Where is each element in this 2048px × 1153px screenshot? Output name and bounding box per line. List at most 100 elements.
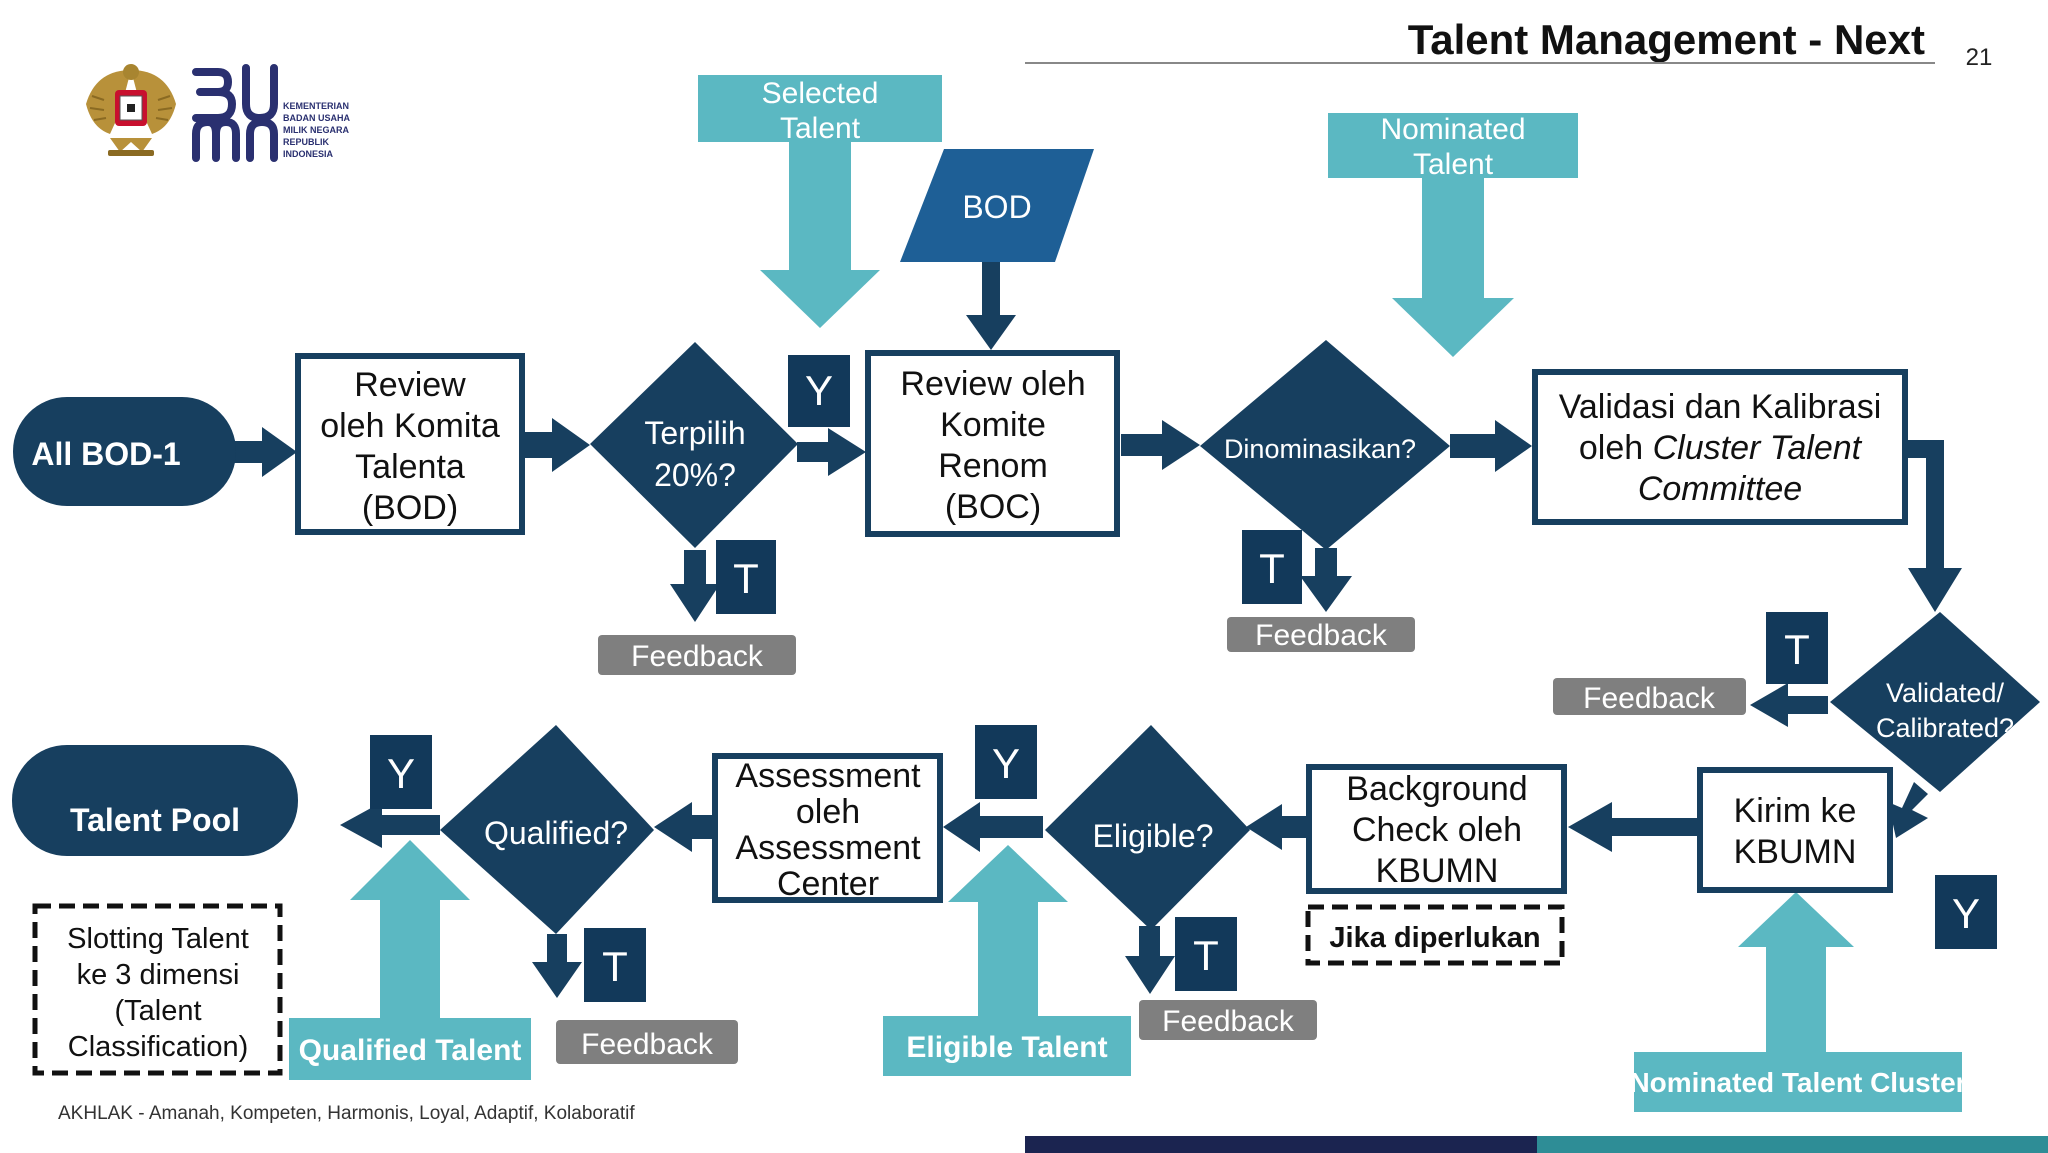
flow-arrow: [966, 262, 1016, 350]
feedback-text: Feedback: [581, 1028, 714, 1061]
process-text: Background: [1346, 770, 1527, 808]
process-review-komite: Review oleh Komite Renom (BOC): [865, 350, 1120, 537]
flow-arrow: [1300, 548, 1352, 612]
flow-arrow: [1246, 804, 1306, 850]
flow-arrow: [943, 802, 1043, 852]
ministry-line: REPUBLIK: [283, 137, 330, 147]
ministry-line: KEMENTERIAN: [283, 101, 349, 111]
process-text: oleh: [796, 793, 860, 831]
nominated-talent-label: Talent: [1413, 148, 1494, 181]
flow-arrow: [1450, 420, 1532, 472]
yes-text: Y: [805, 367, 833, 414]
process-text: Talenta: [355, 448, 465, 486]
process-text: Review oleh: [900, 365, 1085, 403]
feedback-box: Feedback: [598, 635, 796, 675]
feedback-text: Feedback: [1255, 619, 1388, 652]
ministry-line: BADAN USAHA: [283, 113, 350, 123]
selected-talent-label: Selected: [762, 77, 879, 110]
nominated-talent-cluster-label: Nominated Talent Cluster: [1629, 1067, 1966, 1098]
feedback-box: Feedback: [1139, 1000, 1317, 1040]
yes-text: Y: [992, 740, 1020, 787]
process-text-italic: Cluster Talent: [1653, 429, 1863, 467]
process-text: oleh Cluster Talent: [1579, 429, 1863, 467]
decision-terpilih: Terpilih 20%?: [590, 342, 798, 548]
process-text-part: oleh: [1579, 429, 1653, 467]
process-text: KBUMN: [1376, 852, 1499, 890]
ministry-line: INDONESIA: [283, 149, 334, 159]
flow-arrow: [232, 427, 297, 477]
note-slotting-talent: Slotting Talent ke 3 dimensi (Talent Cla…: [32, 903, 283, 1076]
note-text: Slotting Talent: [67, 923, 249, 955]
feedback-box: Feedback: [1227, 617, 1415, 652]
yes-text: Y: [1952, 890, 1980, 937]
process-assessment: Assessment oleh Assessment Center: [712, 753, 943, 903]
process-text: Review: [354, 366, 466, 404]
no-label: T: [1242, 530, 1302, 604]
flow-arrow: [654, 802, 713, 852]
note-text: ke 3 dimensi: [77, 959, 240, 991]
bumn-logo-icon: [192, 64, 278, 162]
decision-text: Calibrated?: [1876, 713, 2014, 743]
no-text: T: [1259, 545, 1285, 592]
bod-input: BOD: [900, 149, 1094, 262]
yes-label: Y: [1935, 875, 1997, 949]
decision-validated: Validated/ Calibrated?: [1830, 612, 2040, 792]
process-text: Assessment: [735, 757, 921, 795]
no-label: T: [1175, 917, 1237, 991]
end-terminal: Talent Pool: [12, 745, 298, 856]
no-text: T: [1193, 932, 1219, 979]
yes-label: Y: [975, 725, 1037, 799]
page-title: Talent Management - Next: [1408, 16, 1925, 63]
process-text: oleh Komita: [320, 407, 500, 445]
decision-text: Validated/: [1886, 678, 2005, 708]
process-text: Committee: [1638, 470, 1802, 508]
decision-text: Terpilih: [644, 415, 745, 451]
yes-text: Y: [387, 750, 415, 797]
note-text: Classification): [68, 1031, 249, 1063]
decision-text: Qualified?: [484, 815, 628, 851]
flow-arrow: [797, 428, 866, 476]
flow-arrow: [1750, 683, 1828, 727]
eligible-talent-input: Eligible Talent: [883, 845, 1131, 1076]
process-text: (BOC): [945, 488, 1041, 526]
decision-qualified: Qualified?: [440, 725, 654, 934]
feedback-text: Feedback: [1162, 1005, 1295, 1038]
page-number: 21: [1966, 44, 1993, 71]
start-label: All BOD-1: [31, 436, 180, 472]
bod-label: BOD: [962, 189, 1031, 225]
end-label: Talent Pool: [70, 802, 240, 838]
flow-arrow: [532, 934, 582, 998]
selected-talent-label: Talent: [780, 112, 861, 145]
note-text: Jika diperlukan: [1329, 922, 1540, 954]
ministry-name: KEMENTERIAN BADAN USAHA MILIK NEGARA REP…: [283, 101, 350, 159]
process-background: Background Check oleh KBUMN: [1306, 764, 1567, 894]
footer-bar-teal: [1537, 1136, 2048, 1153]
nominated-talent-label: Nominated: [1380, 113, 1525, 146]
no-text: T: [602, 943, 628, 990]
qualified-talent-input: Qualified Talent: [289, 840, 531, 1080]
yes-label: Y: [788, 355, 850, 427]
nominated-talent-input: Nominated Talent: [1328, 113, 1578, 357]
feedback-box: Feedback: [556, 1020, 738, 1064]
decision-text: Dinominasikan?: [1224, 434, 1416, 464]
process-text: Assessment: [735, 829, 921, 867]
flow-arrow: [1125, 926, 1175, 994]
footer-bar-navy: [1025, 1136, 1537, 1153]
note-jika-diperlukan: Jika diperlukan: [1305, 904, 1565, 966]
decision-text: 20%?: [654, 457, 736, 493]
no-label: T: [1766, 612, 1828, 684]
feedback-box: Feedback: [1553, 678, 1746, 715]
no-label: T: [584, 928, 646, 1002]
process-review-komita: Review oleh Komita Talenta (BOD): [295, 353, 525, 535]
ministry-line: MILIK NEGARA: [283, 125, 349, 135]
flow-arrow: [520, 418, 590, 472]
flow-arrow: [670, 550, 720, 622]
no-label: T: [716, 540, 776, 614]
flow-arrow: [1121, 420, 1200, 470]
process-text: Center: [777, 865, 879, 903]
eligible-talent-label: Eligible Talent: [906, 1031, 1107, 1064]
no-text: T: [733, 555, 759, 602]
process-text: (BOD): [362, 489, 458, 527]
process-text: Validasi dan Kalibrasi: [1559, 388, 1882, 426]
process-validasi: Validasi dan Kalibrasi oleh Cluster Tale…: [1532, 369, 1908, 525]
